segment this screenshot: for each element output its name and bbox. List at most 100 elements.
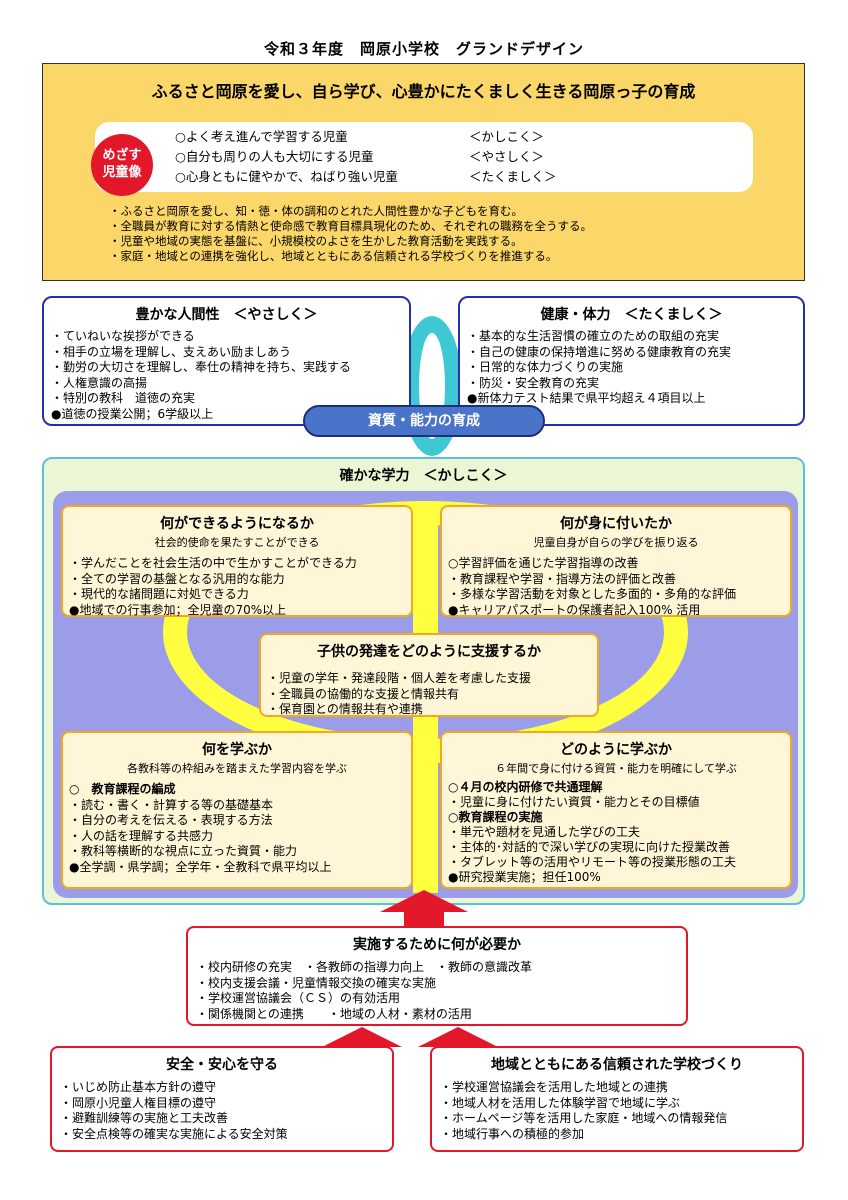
- goal-text: ○自分も周りの人も大切にする児童: [175, 149, 374, 164]
- q-what-learned: 何が身に付いたか 児童自身が自らの学びを振り返る ○学習評価を通じた学習指導の改…: [440, 505, 792, 617]
- badge-line: めざす: [102, 148, 142, 163]
- list-item: ・主体的･対話的で深い学びの実現に向けた授業改善: [448, 840, 731, 854]
- health-title: 健康・体力 ＜たくましく＞: [540, 307, 723, 323]
- q-what-can-do: 何ができるようになるか 社会的使命を果たすことができる ・学んだことを社会生活の…: [61, 505, 413, 617]
- requirements-title: 実施するために何が必要か: [353, 937, 521, 953]
- list-item: ・自分の考えを伝える・表現する方法: [69, 813, 273, 827]
- list-item: ・学んだことを社会生活の中で生かすことができる力: [69, 556, 357, 570]
- up-arrow-icon: [322, 1027, 402, 1047]
- goal-tag: ＜やさしく＞: [469, 149, 545, 164]
- up-arrow-stem: [404, 911, 444, 928]
- academic-title: 確かな学力 ＜かしこく＞: [339, 468, 508, 484]
- list-item: ・多様な学習活動を対象とした多面的・多角的な評価: [448, 587, 737, 601]
- list-item: ●研究授業実施；担任100%: [448, 870, 601, 884]
- q-title: 何を学ぶか: [202, 742, 272, 758]
- q-title: 子供の発達をどのように支援するか: [317, 644, 541, 660]
- safety-title: 安全・安心を守る: [166, 1057, 278, 1073]
- list-item: ・児童の学年・発達段階・個人差を考慮した支援: [267, 671, 532, 685]
- safety-list: ・いじめ防止基本方針の遵守 ・岡原小児童人権目標の遵守 ・避難訓練等の実施と工夫…: [60, 1080, 392, 1142]
- goal-tag: ＜たくましく＞: [469, 169, 557, 184]
- q-list: ○学習評価を通じた学習指導の改善 ・教育課程や学習・指導方法の評価と改善 ・多様…: [448, 556, 790, 618]
- list-item: ・関係機関との連携 ・地域の人材・素材の活用: [196, 1006, 472, 1021]
- list-item: ・安全点検等の確実な実施による安全対策: [60, 1126, 288, 1141]
- requirements-box: 実施するために何が必要か ・校内研修の充実 ・各教師の指導力向上 ・教師の意識改…: [186, 926, 688, 1026]
- list-item: ・ていねいな挨拶ができる: [51, 329, 195, 343]
- q-title: 何ができるようになるか: [160, 516, 314, 532]
- up-arrow-icon: [418, 1027, 498, 1047]
- list-item: ・教育課程や学習・指導方法の評価と改善: [448, 571, 677, 586]
- list-item: ・現代的な諸問題に対処できる力: [69, 587, 249, 601]
- list-item: ・教科等横断的な視点に立った資質・能力: [69, 844, 298, 858]
- humanity-title: 豊かな人間性 ＜やさしく＞: [135, 307, 318, 323]
- q-list: ・児童の学年・発達段階・個人差を考慮した支援 ・全職員の協働的な支援と情報共有 …: [267, 671, 597, 718]
- list-item: ・ホームページ等を活用した家庭・地域への情報発信: [440, 1111, 728, 1125]
- q-title: どのように学ぶか: [560, 742, 672, 758]
- policy-item: ・家庭・地域との連携を強化し、地域とともにある信頼される学校づくりを推進する。: [109, 249, 558, 263]
- list-item: ・相手の立場を理解し、支えあい励ましあう: [51, 344, 292, 359]
- goals-panel: ○よく考え進んで学習する児童 ＜かしこく＞ ○自分も周りの人も大切にする児童 ＜…: [95, 122, 753, 192]
- q-subtitle: 各教科等の枠組みを踏まえた学習内容を学ぶ: [127, 762, 347, 775]
- list-item: ・全職員の協働的な支援と情報共有: [267, 686, 460, 701]
- list-item: ・児童に身に付けたい資質・能力とその目標値: [448, 795, 700, 809]
- list-item: ・校内支援会議・児童情報交換の確実な実施: [196, 975, 437, 990]
- goal-text: ○よく考え進んで学習する児童: [175, 129, 348, 144]
- q-title: 何が身に付いたか: [560, 516, 672, 532]
- competency-pill: 資質・能力の育成: [303, 405, 545, 437]
- community-box: 地域とともにある信頼された学校づくり ・学校運営協議会を活用した地域との連携 ・…: [430, 1046, 804, 1152]
- policy-item: ・ふるさと岡原を愛し、知・徳・体の調和のとれた人間性豊かな子どもを育む。: [109, 204, 523, 218]
- goal-tag: ＜かしこく＞: [469, 129, 545, 144]
- q-list: ○ 教育課程の編成 ・読む・書く・計算する等の基礎基本 ・自分の考えを伝える・表…: [69, 782, 411, 875]
- requirements-list: ・校内研修の充実 ・各教師の指導力向上 ・教師の意識改革 ・校内支援会議・児童情…: [196, 960, 686, 1022]
- list-item: ・保育園との情報共有や連携: [267, 702, 423, 716]
- list-item: ○教育課程の実施: [448, 810, 543, 824]
- list-item: ・全ての学習の基盤となる汎用的な能力: [69, 571, 285, 586]
- policy-item: ・児童や地域の実態を基盤に、小規模校のよさを生かした教育活動を実践する。: [109, 234, 523, 248]
- list-item: ・地域行事への積極的参加: [440, 1126, 585, 1141]
- list-item: ・避難訓練等の実施と工夫改善: [60, 1111, 229, 1125]
- list-item: ・地域人材を活用した体験学習で地域に学ぶ: [440, 1095, 681, 1110]
- list-item: ・防災・安全教育の充実: [467, 375, 600, 390]
- q-support-development: 子供の発達をどのように支援するか ・児童の学年・発達段階・個人差を考慮した支援 …: [259, 633, 599, 717]
- list-item: ・特別の教科 道徳の充実: [51, 391, 196, 405]
- list-item: ●新体力テスト結果で県平均超え４項目以上: [467, 391, 706, 405]
- q-subtitle: ６年間で身に付ける資質・能力を明確にして学ぶ: [495, 762, 737, 775]
- list-item: ・いじめ防止基本方針の遵守: [60, 1080, 217, 1094]
- vision-box: ふるさと岡原を愛し、自ら学び、心豊かにたくましく生きる岡原っ子の育成 ○よく考え…: [42, 63, 805, 281]
- list-item: ・日常的な体力づくりの実施: [467, 360, 624, 374]
- list-item: ●道徳の授業公開；6学級以上: [51, 406, 214, 421]
- q-list: ・学んだことを社会生活の中で生かすことができる力 ・全ての学習の基盤となる汎用的…: [69, 556, 411, 618]
- humanity-list: ・ていねいな挨拶ができる ・相手の立場を理解し、支えあい励ましあう ・勤労の大切…: [51, 329, 409, 422]
- list-item: ・学校運営協議会を活用した地域との連携: [440, 1080, 668, 1094]
- list-item: ・人の話を理解する共感力: [69, 828, 214, 843]
- list-item: ・学校運営協議会（ＣＳ）の有効活用: [196, 991, 401, 1005]
- policy-item: ・全職員が教育に対する情熱と使命感で教育目標具現化のため、それぞれの職務を全うす…: [109, 219, 592, 233]
- health-box: 健康・体力 ＜たくましく＞ ・基本的な生活習慣の確立のための取組の充実 ・自己の…: [458, 296, 805, 426]
- list-item: ・自己の健康の保持増進に努める健康教育の充実: [467, 344, 732, 359]
- goal-row: ○心身ともに健やかで、ねばり強い児童 ＜たくましく＞: [95, 167, 753, 187]
- goal-row: ○よく考え進んで学習する児童 ＜かしこく＞: [95, 127, 753, 147]
- list-item: ・岡原小児童人権目標の遵守: [60, 1095, 217, 1110]
- list-item: ・校内研修の充実 ・各教師の指導力向上 ・教師の意識改革: [196, 960, 533, 974]
- list-item: ●キャリアパスポートの保護者記入100% 活用: [448, 602, 701, 617]
- target-student-badge: めざす 児童像: [91, 134, 153, 196]
- goal-text: ○心身ともに健やかで、ねばり強い児童: [175, 169, 398, 184]
- q-what-to-learn: 何を学ぶか 各教科等の枠組みを踏まえた学習内容を学ぶ ○ 教育課程の編成 ・読む…: [61, 731, 413, 889]
- up-arrow-icon: [380, 890, 468, 912]
- list-item: ○ 教育課程の編成: [69, 782, 176, 796]
- list-item: ●全学調・県学調；全学年・全教科で県平均以上: [69, 859, 332, 874]
- safety-box: 安全・安心を守る ・いじめ防止基本方針の遵守 ・岡原小児童人権目標の遵守 ・避難…: [50, 1046, 394, 1152]
- badge-line: 児童像: [102, 165, 142, 180]
- policy-list: ・ふるさと岡原を愛し、知・徳・体の調和のとれた人間性豊かな子どもを育む。 ・全職…: [109, 204, 592, 264]
- humanity-box: 豊かな人間性 ＜やさしく＞ ・ていねいな挨拶ができる ・相手の立場を理解し、支え…: [42, 296, 411, 426]
- goal-list: ○よく考え進んで学習する児童 ＜かしこく＞ ○自分も周りの人も大切にする児童 ＜…: [95, 127, 753, 187]
- list-item: ○学習評価を通じた学習指導の改善: [448, 556, 639, 570]
- q-how-to-learn: どのように学ぶか ６年間で身に付ける資質・能力を明確にして学ぶ ○４月の校内研修…: [440, 731, 792, 889]
- health-list: ・基本的な生活習慣の確立のための取組の充実 ・自己の健康の保持増進に努める健康教…: [467, 329, 803, 407]
- goal-row: ○自分も周りの人も大切にする児童 ＜やさしく＞: [95, 147, 753, 167]
- list-item: ・基本的な生活習慣の確立のための取組の充実: [467, 329, 720, 343]
- list-item: ・単元や題材を見通した学びの工夫: [448, 825, 641, 839]
- q-subtitle: 児童自身が自らの学びを振り返る: [533, 536, 699, 549]
- q-subtitle: 社会的使命を果たすことができる: [154, 536, 320, 549]
- list-item: ・人権意識の高揚: [51, 375, 148, 390]
- academic-box: 確かな学力 ＜かしこく＞ 何ができるようになるか 社会的使命を果たすことができる…: [42, 457, 805, 905]
